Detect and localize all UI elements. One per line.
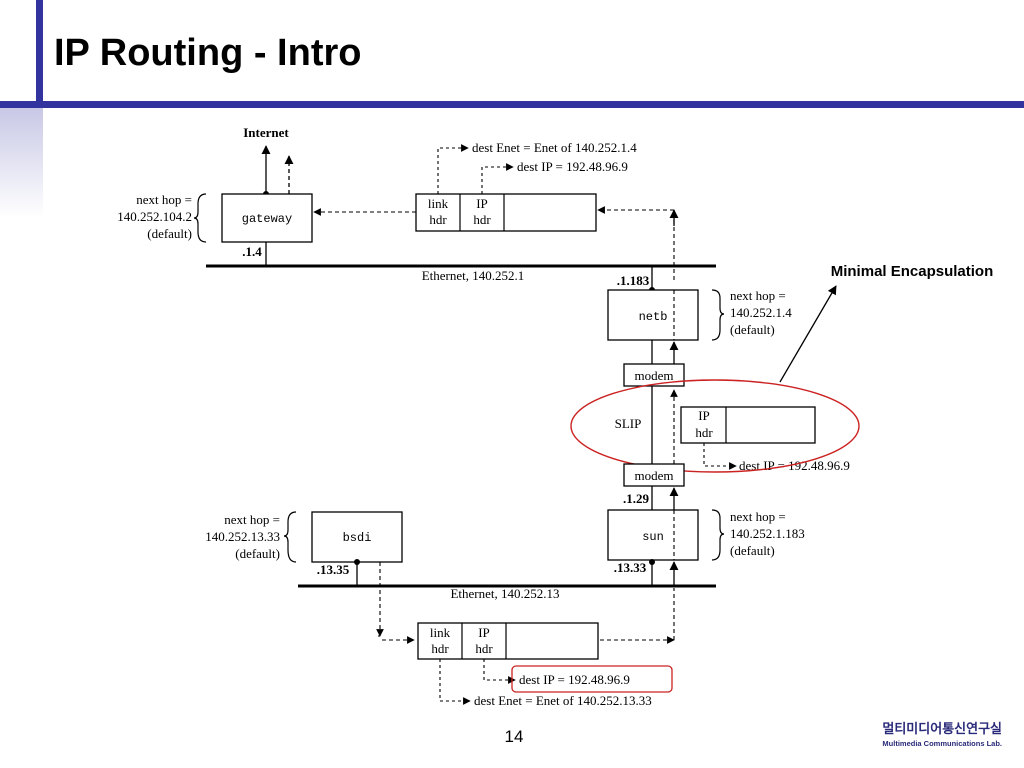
netb-label: netb bbox=[639, 310, 668, 324]
bottom-packet-link: link bbox=[430, 625, 451, 640]
modem-lower-label: modem bbox=[635, 468, 674, 483]
netb-brace bbox=[711, 289, 725, 341]
bsdi-nexthop-line3: (default) bbox=[235, 546, 280, 561]
sun-eth-interface: .13.33 bbox=[614, 560, 647, 575]
modem-upper-label: modem bbox=[635, 368, 674, 383]
gateway-interface: .1.4 bbox=[242, 244, 262, 259]
top-packet-link: link bbox=[428, 196, 449, 211]
sun-nexthop-line1: next hop = bbox=[730, 509, 786, 524]
highlight-ellipse bbox=[570, 379, 860, 473]
bsdi-nexthop-line2: 140.252.13.33 bbox=[205, 529, 280, 544]
slip-packet-hdr: hdr bbox=[695, 425, 713, 440]
top-packet-ip: IP bbox=[476, 196, 488, 211]
bsdi-brace bbox=[283, 511, 297, 563]
top-dest-enet: dest Enet = Enet of 140.252.1.4 bbox=[472, 140, 637, 155]
bottom-dest-enet: dest Enet = Enet of 140.252.13.33 bbox=[474, 693, 652, 708]
netb-nexthop-line2: 140.252.1.4 bbox=[730, 305, 792, 320]
netb-nexthop-line3: (default) bbox=[730, 322, 775, 337]
slip-label: SLIP bbox=[615, 416, 642, 431]
annotation-arrow bbox=[779, 285, 837, 383]
bottom-packet-ip: IP bbox=[478, 625, 490, 640]
netb-box bbox=[607, 289, 699, 341]
bsdi-box bbox=[311, 511, 403, 563]
gateway-box bbox=[221, 193, 313, 243]
modem-lower-box bbox=[623, 463, 685, 487]
gateway-nexthop-line3: (default) bbox=[147, 226, 192, 241]
accent-bar-vertical bbox=[36, 0, 43, 112]
bsdi-label: bsdi bbox=[343, 531, 372, 545]
sun-nexthop-line3: (default) bbox=[730, 543, 775, 558]
accent-gradient bbox=[0, 108, 43, 218]
org-name-english: Multimedia Communications Lab. bbox=[882, 739, 1002, 748]
modem-upper-box bbox=[623, 363, 685, 387]
bsdi-nexthop-line1: next hop = bbox=[224, 512, 280, 527]
slip-packet-ip: IP bbox=[698, 408, 710, 423]
gateway-nexthop-line1: next hop = bbox=[136, 192, 192, 207]
ethernet-top-label: Ethernet, 140.252.1 bbox=[422, 268, 525, 283]
slip-packet bbox=[680, 406, 816, 444]
gateway-label: gateway bbox=[242, 212, 292, 226]
netb-interface: .1.183 bbox=[617, 273, 650, 288]
bottom-dest-ip: dest IP = 192.48.96.9 bbox=[519, 672, 630, 687]
sun-brace bbox=[711, 509, 725, 561]
gateway-brace bbox=[193, 193, 207, 243]
sun-slip-interface: .1.29 bbox=[623, 491, 650, 506]
ethernet-bottom-label: Ethernet, 140.252.13 bbox=[450, 586, 559, 601]
sun-box bbox=[607, 509, 699, 561]
bottom-packet bbox=[417, 622, 599, 660]
top-packet-ip-hdr: hdr bbox=[473, 212, 491, 227]
internet-label: Internet bbox=[243, 125, 289, 140]
bottom-packet-ip-hdr: hdr bbox=[475, 641, 493, 656]
top-packet-link-hdr: hdr bbox=[429, 212, 447, 227]
sun-nexthop-line2: 140.252.1.183 bbox=[730, 526, 805, 541]
slide-title: IP Routing - Intro bbox=[54, 32, 362, 74]
bottom-packet-link-hdr: hdr bbox=[431, 641, 449, 656]
bsdi-interface: .13.35 bbox=[317, 562, 350, 577]
page-number: 14 bbox=[504, 727, 524, 746]
org-name-korean: 멀티미디어통신연구실 bbox=[882, 722, 1002, 737]
top-dest-ip: dest IP = 192.48.96.9 bbox=[517, 159, 628, 174]
org-logo: 멀티미디어통신연구실 Multimedia Communications Lab… bbox=[850, 718, 1002, 748]
sun-label: sun bbox=[642, 530, 664, 544]
annotation-label: Minimal Encapsulation bbox=[831, 263, 994, 280]
bottom-dest-ip-highlight bbox=[511, 665, 673, 693]
netb-nexthop-line1: next hop = bbox=[730, 288, 786, 303]
accent-bar-horizontal bbox=[0, 101, 1024, 108]
gateway-nexthop-line2: 140.252.104.2 bbox=[117, 209, 192, 224]
